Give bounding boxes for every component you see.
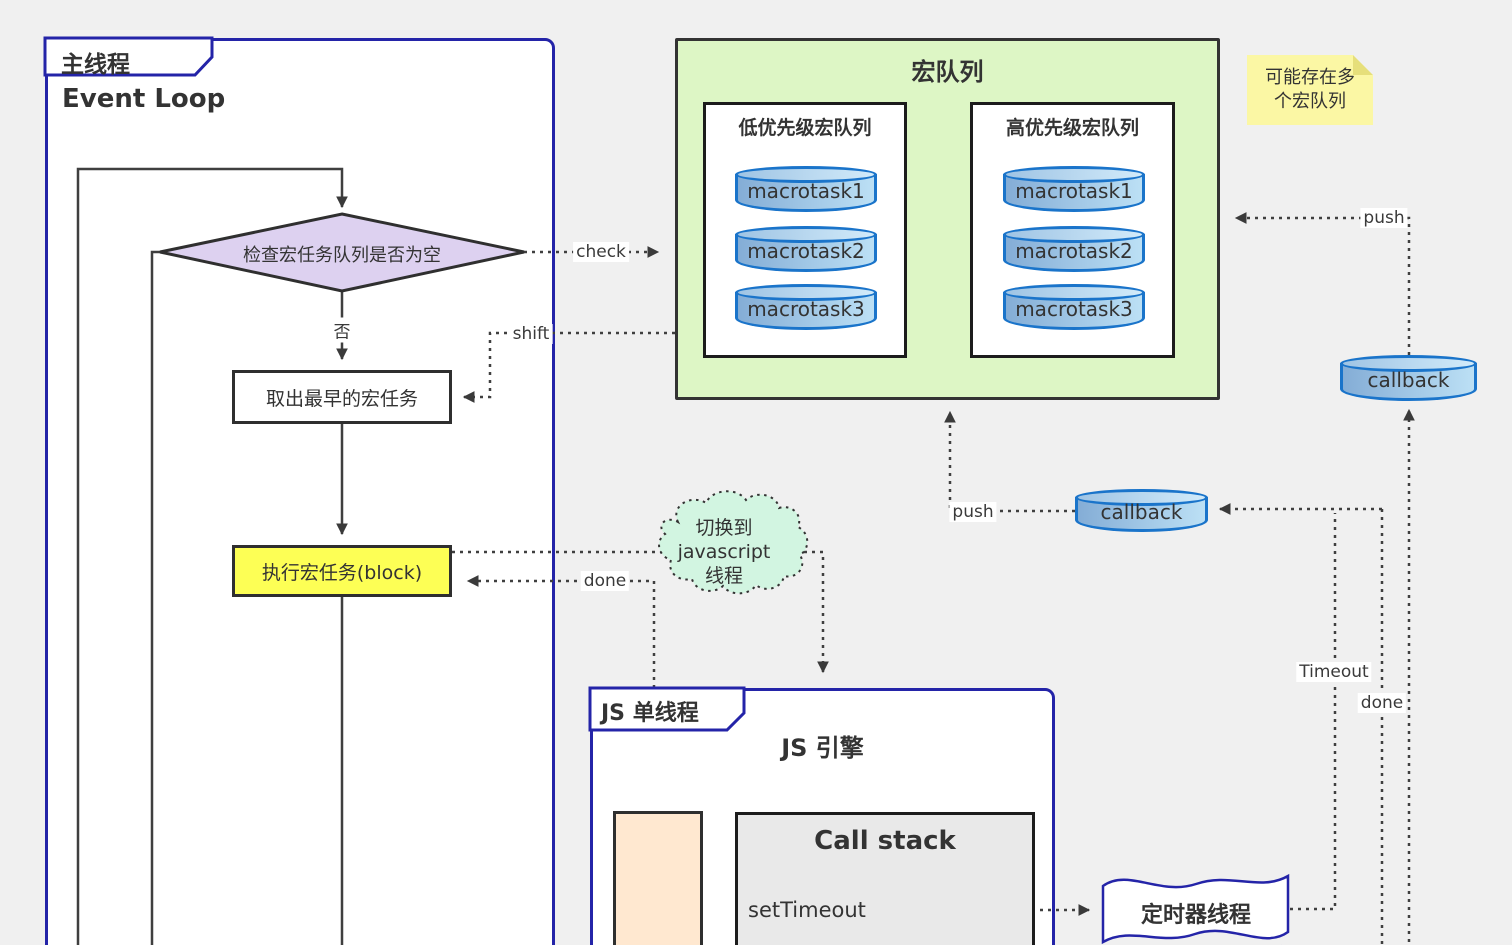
sticky-note-line1: 可能存在多 [1265, 67, 1355, 88]
high-macrotask1-cylinder[interactable]: macrotask1 [1003, 166, 1145, 212]
macrotask-label: macrotask1 [747, 179, 865, 203]
high-macrotask2-cylinder[interactable]: macrotask2 [1003, 226, 1145, 272]
js-thread-tab-shape [588, 686, 746, 732]
push-queue-label: push [949, 502, 997, 522]
timer-thread-label: 定时器线程 [1140, 903, 1251, 928]
push-top-link [1234, 212, 1411, 355]
js-thread-tab-label: JS 单线程 [601, 701, 699, 726]
callback-top-cylinder[interactable]: callback [1340, 355, 1477, 401]
timeout-label: Timeout [1296, 662, 1372, 682]
timeout-link [1290, 513, 1337, 911]
shift-label: shift [509, 324, 553, 344]
check-diamond-label: 检查宏任务队列是否为空 [243, 245, 441, 266]
call-stack-box [735, 812, 1035, 945]
macro-queue-title: 宏队列 [911, 58, 984, 86]
switch-thread-cloud-shape [658, 490, 809, 595]
main-thread-tab-label: 主线程 [61, 52, 130, 78]
dequeue-macrotask-box[interactable]: 取出最早的宏任务 [232, 370, 452, 424]
diamond-left-line [150, 250, 161, 945]
high-macrotask3-cylinder[interactable]: macrotask3 [1003, 284, 1145, 330]
cylinder-top [735, 166, 877, 183]
check-label: check [573, 242, 629, 262]
low-macrotask2-cylinder[interactable]: macrotask2 [735, 226, 877, 272]
cylinder-top [1003, 284, 1145, 301]
cloud-to-js-link [780, 550, 829, 674]
shift-link [462, 331, 675, 403]
call-stack-title: Call stack [814, 826, 956, 856]
callback-label: callback [1100, 500, 1183, 524]
done-right-label: done [1357, 693, 1407, 713]
cylinder-top [1003, 226, 1145, 243]
macrotask-label: macrotask1 [1015, 179, 1133, 203]
settimeout-label[interactable]: setTimeout [748, 898, 866, 922]
no-label: 否 [330, 317, 354, 343]
main-thread-container [45, 38, 555, 945]
macrotask-label: macrotask3 [747, 297, 865, 321]
cloud-line2: javascript [677, 541, 771, 563]
done-exec-label: done [580, 571, 630, 591]
js-engine-title: JS 引擎 [781, 734, 864, 762]
done-to-execute-link [466, 575, 656, 688]
sticky-note: 可能存在多 个宏队列 [1247, 55, 1373, 125]
timer-thread-tape-shape [1101, 873, 1290, 945]
cylinder-top [735, 284, 877, 301]
switch-thread-cloud-label: 切换到 javascript 线程 [660, 516, 788, 588]
low-priority-queue-title: 低优先级宏队列 [738, 117, 872, 139]
push-top-label: push [1360, 208, 1408, 228]
high-priority-queue-title: 高优先级宏队列 [1005, 117, 1139, 139]
execute-macrotask-label: 执行宏任务(block) [261, 561, 423, 584]
low-macrotask3-cylinder[interactable]: macrotask3 [735, 284, 877, 330]
low-macrotask1-cylinder[interactable]: macrotask1 [735, 166, 877, 212]
main-thread-tab-shape [43, 36, 214, 77]
cylinder-top [1075, 489, 1208, 506]
cylinder-top [735, 226, 877, 243]
push-to-queue-link [944, 410, 1075, 513]
loop-back-line [76, 167, 348, 945]
sticky-note-line2: 个宏队列 [1274, 91, 1346, 112]
cylinder-top [1003, 166, 1145, 183]
js-engine-side-box [613, 811, 703, 945]
callback-label: callback [1367, 368, 1450, 392]
callback-mid-cylinder[interactable]: callback [1075, 489, 1208, 532]
sticky-note-fold [1353, 55, 1373, 75]
macrotask-label: macrotask2 [1015, 239, 1133, 263]
cylinder-top [1340, 355, 1477, 372]
cloud-line3: 线程 [704, 565, 743, 587]
check-diamond-shape [159, 212, 525, 293]
cloud-line1: 切换到 [695, 517, 753, 539]
macrotask-label: macrotask2 [747, 239, 865, 263]
event-loop-title: Event Loop [62, 84, 226, 114]
execute-macrotask-box[interactable]: 执行宏任务(block) [232, 545, 452, 597]
dequeue-macrotask-label: 取出最早的宏任务 [265, 387, 418, 410]
macrotask-label: macrotask3 [1015, 297, 1133, 321]
